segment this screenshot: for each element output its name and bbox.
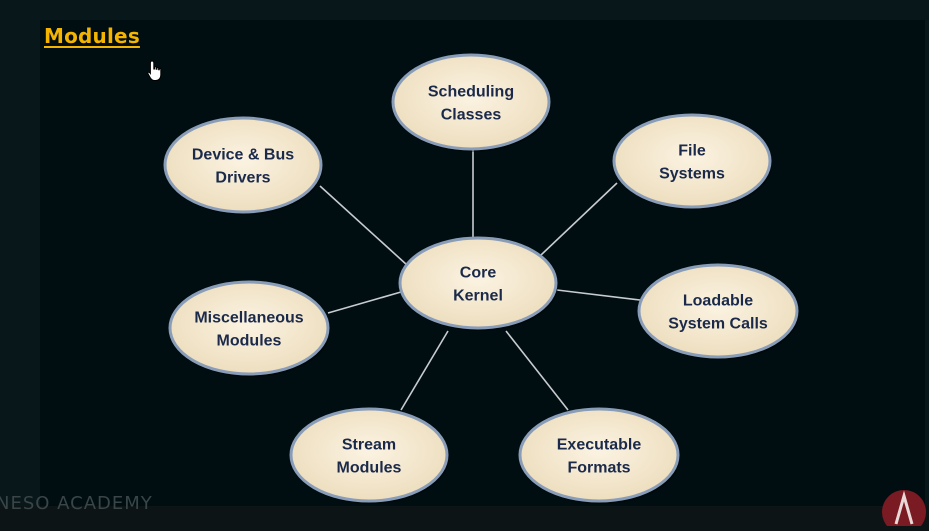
node-ellipse: [518, 407, 680, 503]
connector-miscellaneous-modules: [327, 291, 402, 314]
node-label-line: Executable: [557, 437, 642, 454]
connector-executable-formats: [505, 330, 569, 411]
connector-device-bus-drivers: [319, 185, 408, 266]
node-label-line: Stream: [342, 437, 396, 454]
connector-loadable-system-calls: [556, 289, 641, 301]
slide-title: Modules: [44, 24, 140, 48]
node-label-line: Miscellaneous: [194, 310, 303, 327]
node-label-line: Classes: [441, 107, 502, 124]
neso-logo-icon: [878, 486, 929, 531]
node-label-line: Modules: [337, 460, 402, 477]
diagram-nodes: SchedulingClassesFileSystemsLoadableSyst…: [163, 53, 799, 504]
node-ellipse: [398, 236, 558, 330]
connector-file-systems: [540, 182, 618, 256]
node-label-line: File: [678, 143, 706, 160]
node-label-line: Systems: [659, 166, 725, 183]
node-ellipse: [168, 280, 330, 376]
node-label-line: Scheduling: [428, 84, 514, 101]
connector-lines: [319, 149, 641, 411]
modules-diagram: SchedulingClassesFileSystemsLoadableSyst…: [163, 53, 799, 504]
node-ellipse: [612, 113, 772, 209]
node-ellipse: [289, 407, 449, 503]
node-ellipse: [163, 116, 323, 214]
connector-stream-modules: [400, 330, 449, 411]
node-label-line: Loadable: [683, 293, 753, 310]
hand-pointer-icon: [147, 60, 163, 87]
node-label-line: System Calls: [668, 316, 768, 333]
node-label-line: Core: [460, 265, 497, 282]
node-label-line: Formats: [567, 460, 630, 477]
node-label-line: Drivers: [215, 170, 270, 187]
watermark-text: NESO ACADEMY: [0, 493, 153, 514]
node-label-line: Device & Bus: [192, 147, 294, 164]
node-ellipse: [637, 263, 799, 359]
node-label-line: Modules: [217, 333, 282, 350]
node-label-line: Kernel: [453, 288, 503, 305]
node-ellipse: [391, 53, 551, 151]
